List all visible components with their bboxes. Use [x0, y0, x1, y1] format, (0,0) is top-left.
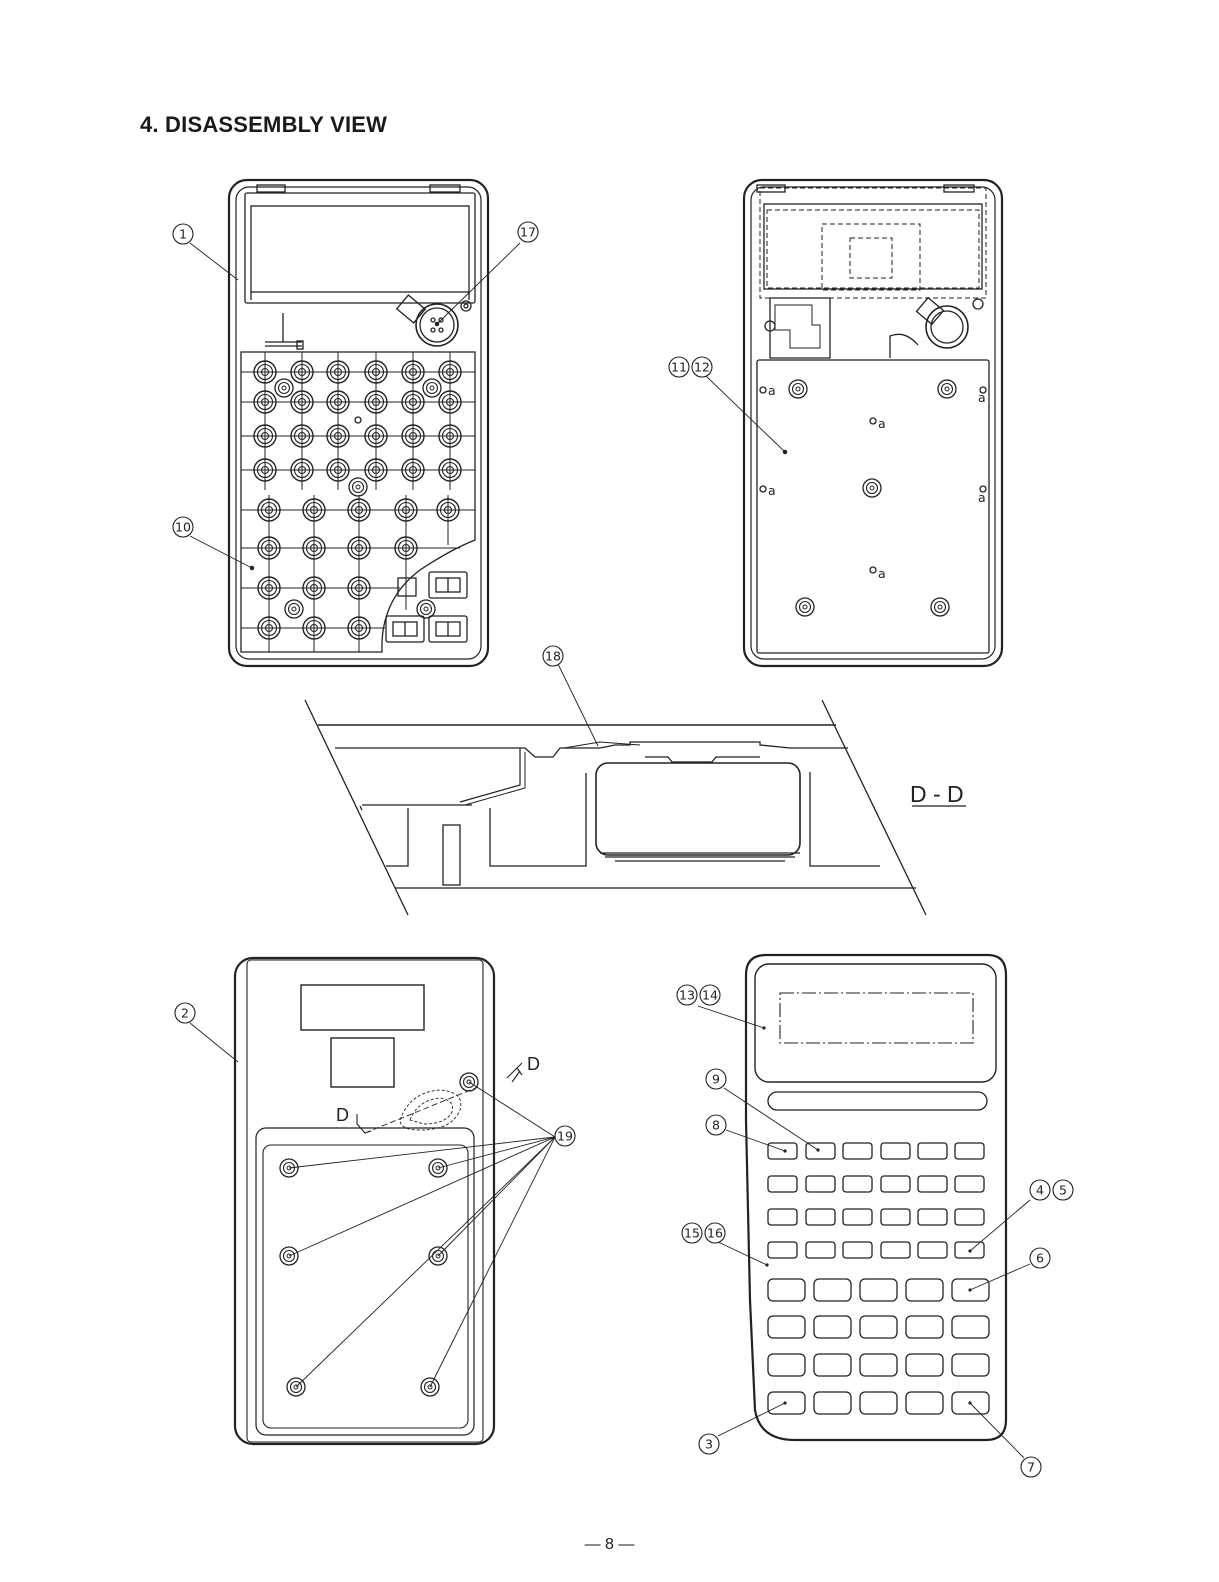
- svg-text:2: 2: [181, 1006, 189, 1021]
- svg-text:14: 14: [702, 988, 718, 1003]
- svg-text:16: 16: [707, 1226, 723, 1241]
- svg-text:18: 18: [545, 649, 561, 664]
- section-mark-lower: D: [336, 1105, 349, 1125]
- callout-5: 5: [1053, 1180, 1073, 1200]
- svg-text:13: 13: [679, 988, 695, 1003]
- svg-text:a: a: [768, 383, 776, 398]
- svg-text:a: a: [978, 390, 986, 405]
- callout-14: 14: [700, 985, 720, 1005]
- svg-text:a: a: [978, 490, 986, 505]
- svg-text:4: 4: [1036, 1183, 1044, 1198]
- svg-text:11: 11: [671, 360, 687, 375]
- callout-6: 6: [1030, 1248, 1050, 1268]
- front-view: [698, 955, 1030, 1458]
- svg-text:7: 7: [1027, 1460, 1035, 1475]
- main-pcb-assembly: [706, 180, 1002, 666]
- svg-text:17: 17: [520, 225, 536, 240]
- callout-17: 17: [518, 222, 538, 242]
- section-mark-upper: D: [527, 1054, 540, 1074]
- svg-text:8: 8: [712, 1118, 720, 1133]
- large-keys: [768, 1279, 989, 1414]
- callout-11: 11: [669, 357, 689, 377]
- svg-text:a: a: [878, 566, 886, 581]
- svg-text:9: 9: [712, 1072, 720, 1087]
- svg-text:19: 19: [557, 1129, 573, 1144]
- svg-text:5: 5: [1059, 1183, 1067, 1198]
- svg-text:a: a: [768, 483, 776, 498]
- callout-10: 10: [173, 517, 193, 537]
- front-case-interior: [190, 180, 520, 666]
- callout-3: 3: [699, 1434, 719, 1454]
- small-keys: [768, 1143, 984, 1258]
- svg-text:15: 15: [684, 1226, 700, 1241]
- callout-19: 19: [555, 1126, 575, 1146]
- rear-cover: [190, 958, 555, 1444]
- svg-text:3: 3: [705, 1437, 713, 1452]
- callout-9: 9: [706, 1069, 726, 1089]
- section-d-d-label: D - D: [910, 781, 964, 807]
- svg-text:a: a: [878, 416, 886, 431]
- hole-markers: a a a a a a: [768, 383, 986, 581]
- callout-15: 15: [682, 1223, 702, 1243]
- callouts: 1 17 10 11 12 18 2 19 13 14 9 8 4 5 15 1…: [173, 222, 1073, 1477]
- callout-4: 4: [1030, 1180, 1050, 1200]
- section-d-d: [305, 664, 966, 915]
- callout-2: 2: [175, 1003, 195, 1023]
- callout-8: 8: [706, 1115, 726, 1135]
- callout-18: 18: [543, 646, 563, 666]
- page-number: — 8 —: [0, 1536, 1219, 1554]
- callout-12: 12: [692, 357, 712, 377]
- svg-text:6: 6: [1036, 1251, 1044, 1266]
- callout-7: 7: [1021, 1457, 1041, 1477]
- svg-text:10: 10: [175, 520, 191, 535]
- svg-text:1: 1: [179, 227, 187, 242]
- callout-16: 16: [705, 1223, 725, 1243]
- callout-1: 1: [173, 224, 193, 244]
- callout-13: 13: [677, 985, 697, 1005]
- svg-text:12: 12: [694, 360, 710, 375]
